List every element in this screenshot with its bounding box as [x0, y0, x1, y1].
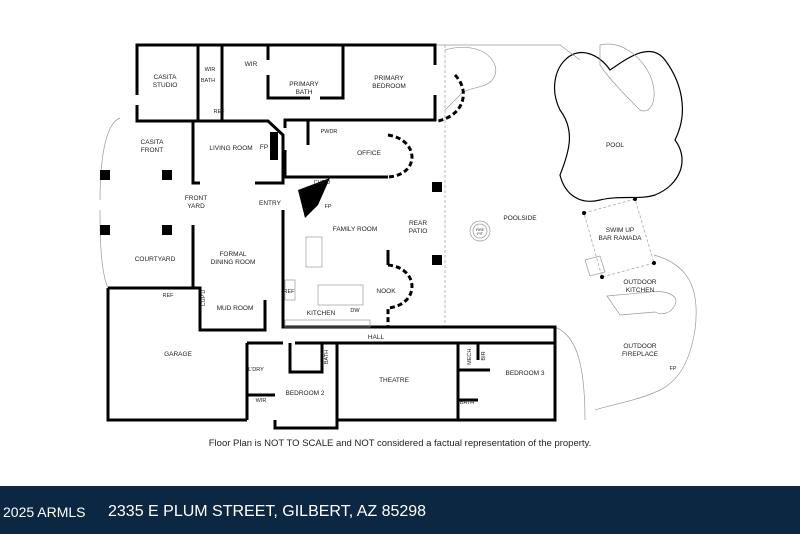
- label-bath2: BATH: [324, 350, 330, 364]
- label-garage: GARAGE: [164, 351, 192, 358]
- label-family-room: FAMILY ROOM: [333, 226, 378, 233]
- label-living-fp: FP: [260, 144, 268, 151]
- label-hall: HALL: [368, 334, 385, 341]
- copyright: 2025 ARMLS: [3, 504, 86, 520]
- label-mud-cupd: CUP'D: [201, 290, 207, 307]
- outdoor-kitchen-counter: [594, 254, 697, 411]
- label-outdoor-fp: FP: [669, 366, 676, 372]
- label-bir: BIR: [481, 351, 487, 360]
- label-casita-bath: BATH: [201, 78, 215, 84]
- label-pwdr: PWDR: [321, 129, 338, 135]
- label-bedroom2: BEDROOM 2: [285, 390, 324, 397]
- label-kitchen: KITCHEN: [307, 310, 336, 317]
- label-casita-ref: REF: [214, 109, 226, 115]
- address: 2335 E PLUM STREET, GILBERT, AZ 85298: [108, 503, 427, 520]
- courtyard-wall: [99, 117, 121, 289]
- planter-edge: [554, 326, 586, 421]
- label-theatre: THEATRE: [379, 377, 410, 384]
- label-entry: ENTRY: [259, 200, 282, 207]
- label-dw: DW: [350, 308, 360, 314]
- columns: [100, 132, 442, 265]
- walls: [106, 43, 557, 430]
- label-primary-wir: WIR: [245, 61, 258, 68]
- label-kitchen-ref: REF: [284, 289, 296, 295]
- label-living-room: LIVING ROOM: [209, 145, 252, 152]
- label-courtyard: COURTYARD: [135, 256, 176, 263]
- label-nook: NOOK: [376, 288, 396, 295]
- label-mech: MECH.: [467, 347, 473, 365]
- kitchen-fixtures: [284, 236, 371, 328]
- label-garage-ref: REF: [163, 293, 175, 299]
- label-poolside: POOLSIDE: [503, 215, 537, 222]
- patio-edge-top: [435, 44, 581, 61]
- label-family-fp: FP: [324, 204, 331, 210]
- label-bedroom3: BEDROOM 3: [505, 370, 544, 377]
- swim-up-bar-ramada: [582, 197, 656, 279]
- label-laundry: L'DRY: [248, 367, 264, 373]
- label-office: OFFICE: [357, 150, 381, 157]
- disclaimer-caption: Floor Plan is NOT TO SCALE and NOT consi…: [208, 438, 592, 449]
- label-wir2: WIR: [256, 398, 267, 404]
- pool-outline: [444, 43, 683, 202]
- label-bath3: BATH: [460, 400, 474, 406]
- label-pool: POOL: [606, 142, 624, 149]
- label-cupd-entry: CUP'D: [314, 180, 331, 186]
- footer-bar: 2025 ARMLS 2335 E PLUM STREET, GILBERT, …: [0, 486, 800, 534]
- label-mud-room: MUD ROOM: [217, 305, 254, 312]
- label-casita-wir: WIR: [205, 67, 216, 73]
- fire-pit-icon: [469, 220, 491, 242]
